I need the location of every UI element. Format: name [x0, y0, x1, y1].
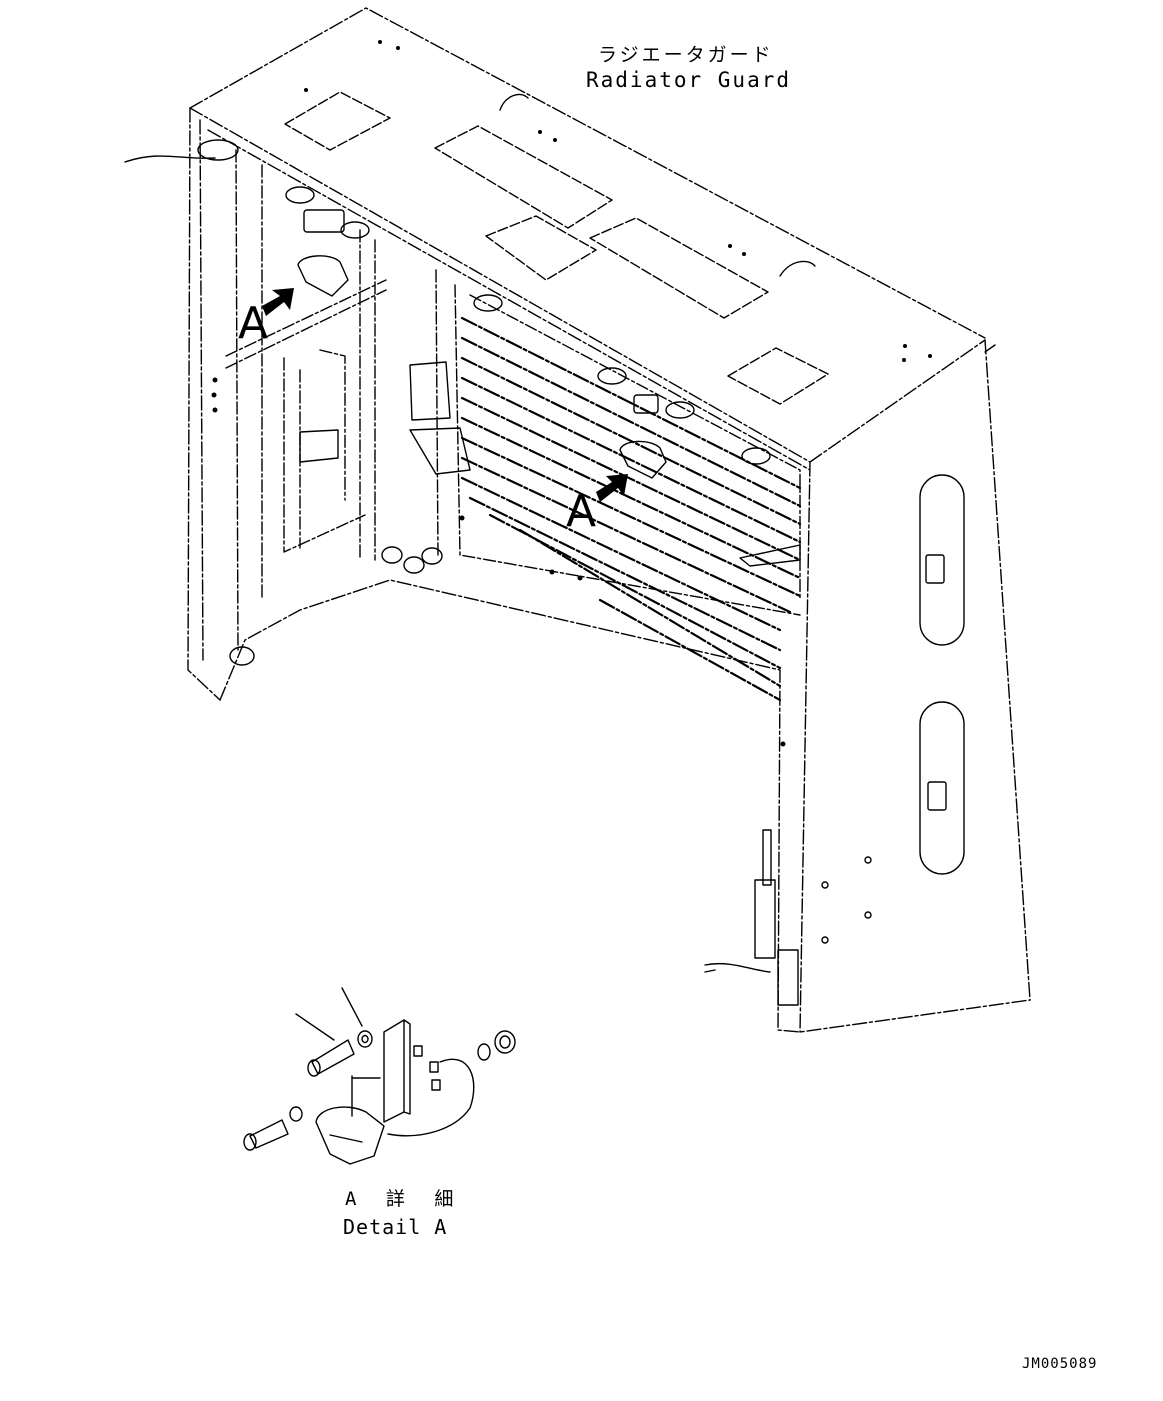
housing-outline — [187, 7, 1031, 1033]
radiator-grille — [460, 316, 802, 702]
inner-frame — [225, 149, 801, 651]
side-holes — [821, 856, 872, 944]
top-cover-panels — [284, 91, 829, 405]
callout-a-right: A — [566, 486, 597, 537]
bolt-holes — [211, 40, 932, 747]
side-windows — [919, 474, 965, 875]
detail-label-japanese: A 詳 細 — [345, 1188, 463, 1210]
harness-wires — [124, 93, 816, 1006]
title-japanese: ラジエータガード — [598, 44, 774, 66]
callout-arrows — [262, 288, 628, 502]
drawing-code: JM005089 — [1022, 1356, 1098, 1372]
detail-a-exploded-view — [243, 987, 516, 1165]
callout-a-left: A — [238, 298, 269, 349]
latch-assemblies — [197, 139, 801, 666]
title-english: Radiator Guard — [586, 68, 792, 92]
detail-label-english: Detail A — [343, 1215, 448, 1239]
